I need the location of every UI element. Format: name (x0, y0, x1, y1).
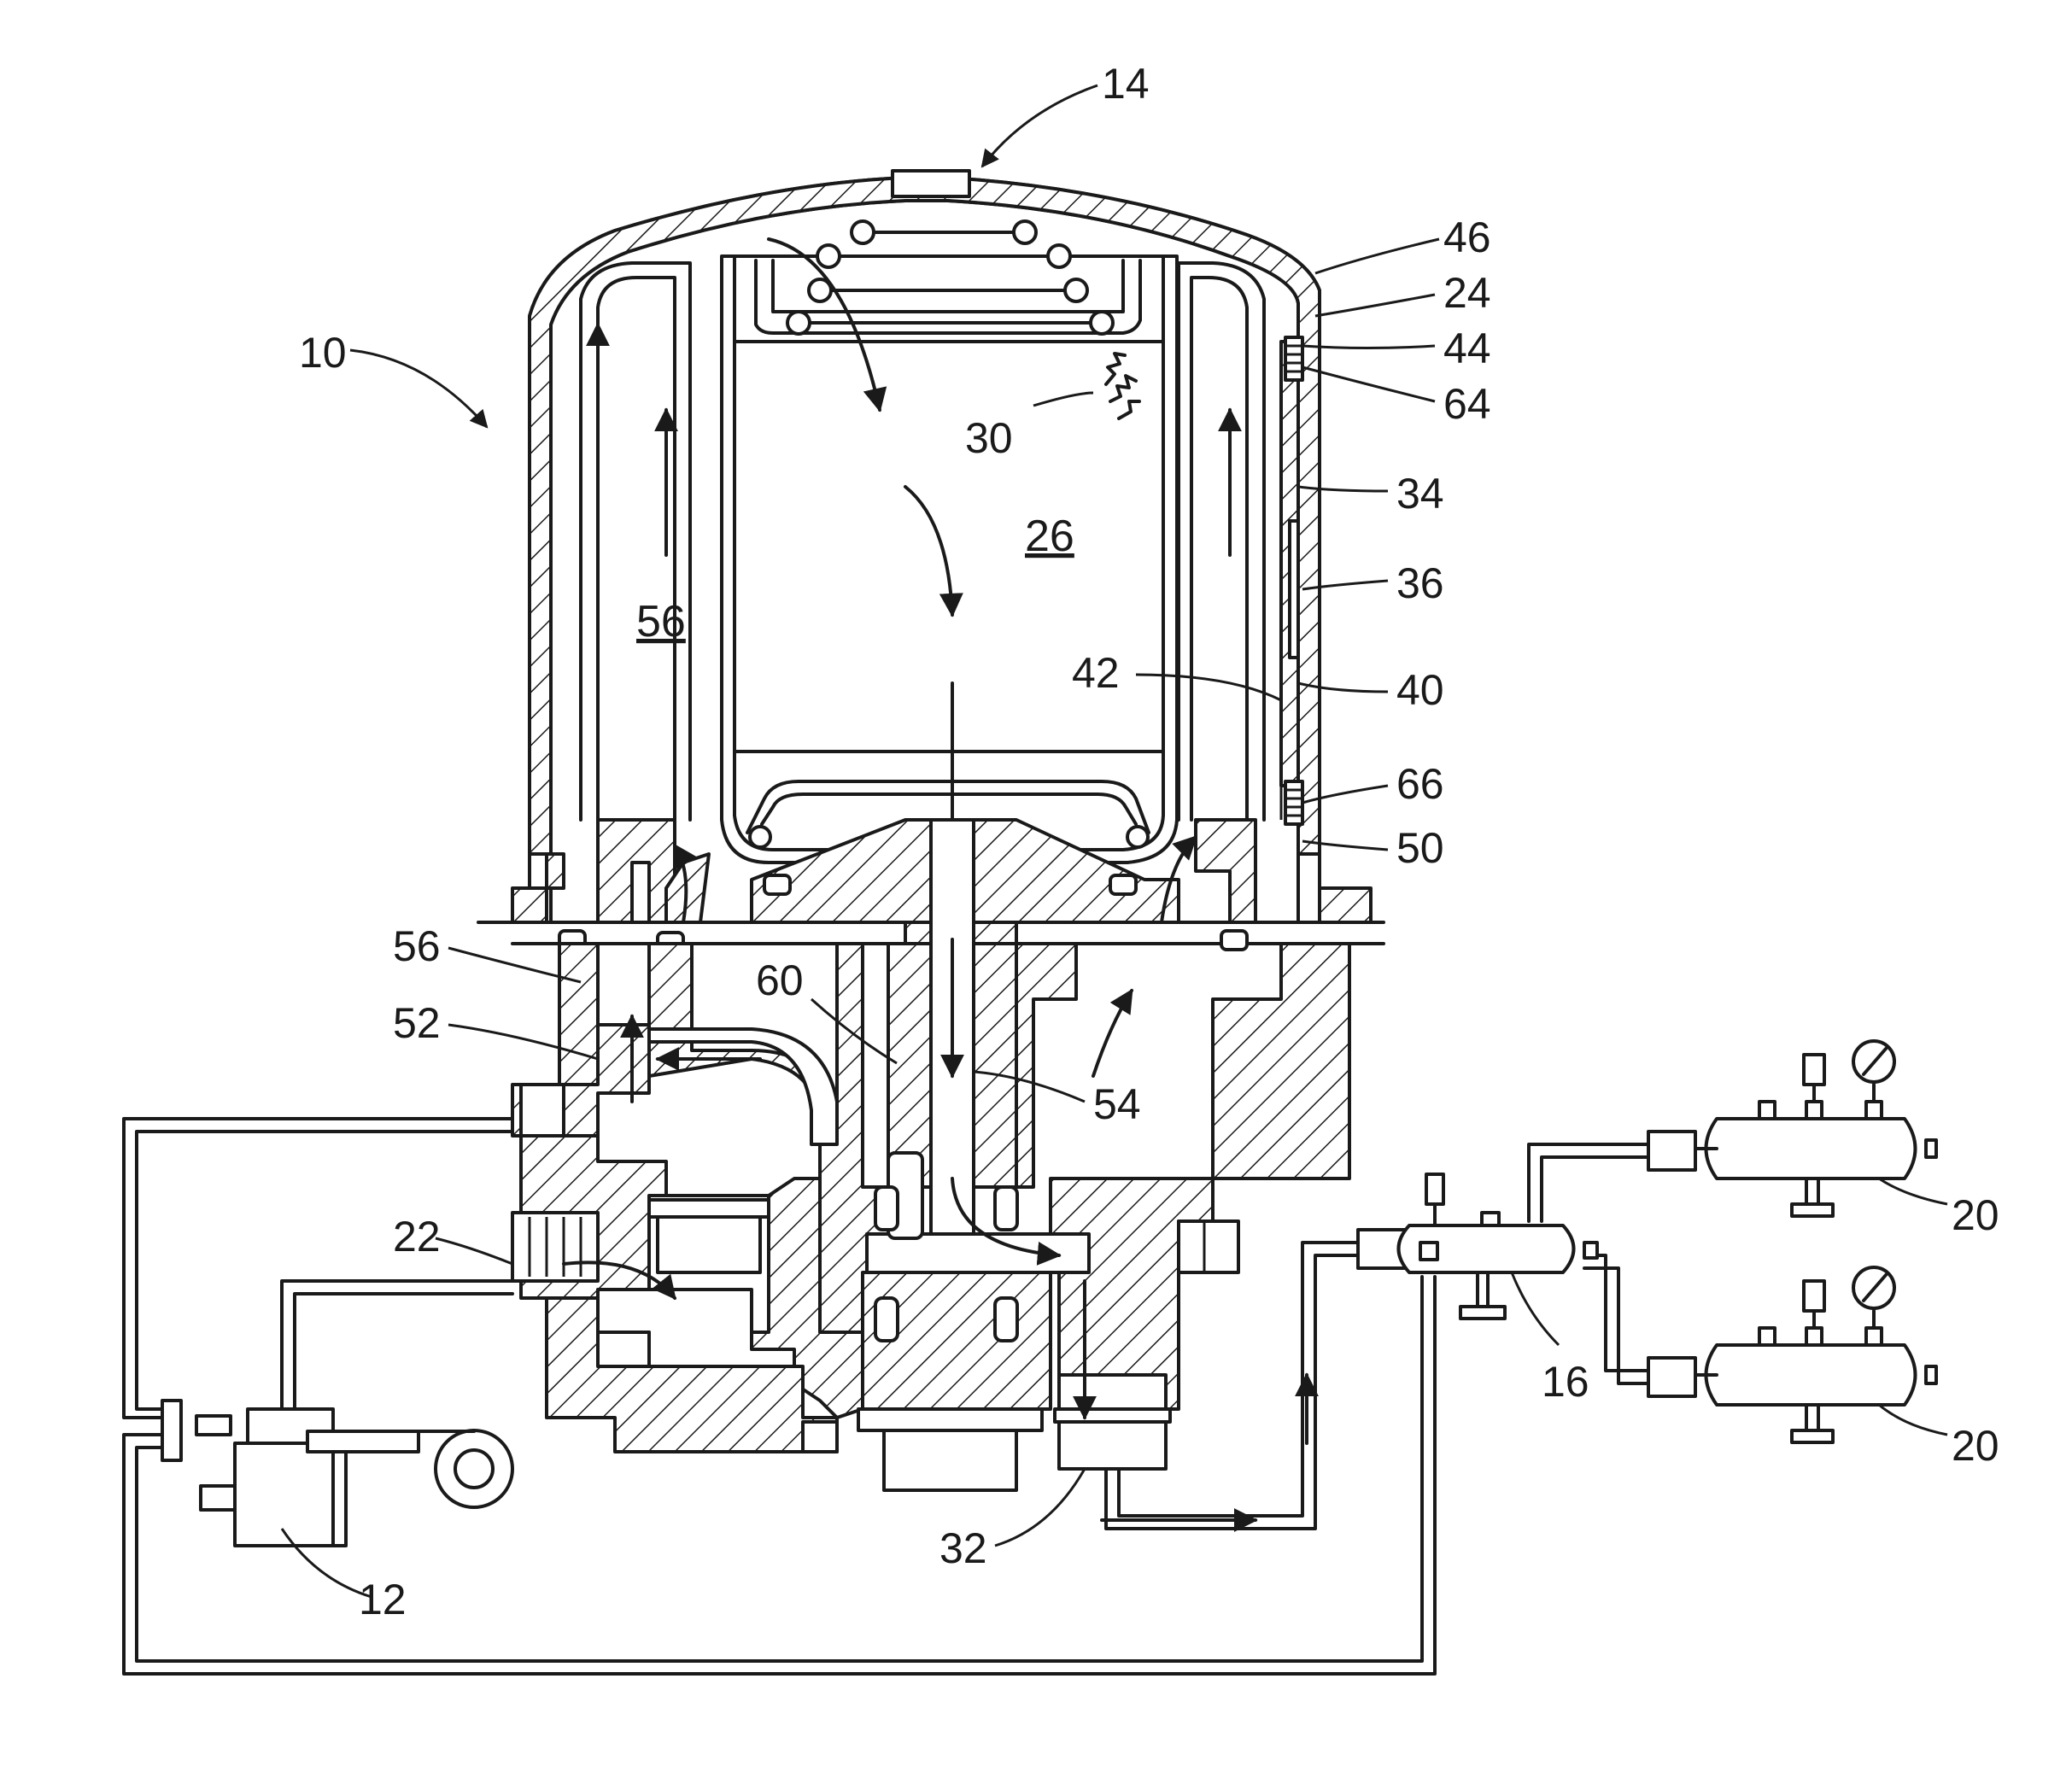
compressor (161, 1399, 514, 1547)
label-52: 52 (393, 999, 441, 1047)
reference-numerals: 14 10 46 24 44 64 30 34 26 36 56 42 40 6… (299, 60, 1999, 1623)
label-32: 32 (939, 1524, 987, 1572)
reservoir-20-upper (1647, 1039, 1938, 1218)
wall-layers (1279, 336, 1304, 826)
label-10: 10 (299, 329, 347, 377)
leader-lines (280, 84, 1948, 1599)
label-56-lower: 56 (393, 922, 441, 970)
label-24: 24 (1443, 269, 1491, 317)
piping (122, 1117, 1650, 1676)
label-26: 26 (1025, 512, 1074, 561)
label-20-upper: 20 (1952, 1191, 1999, 1239)
label-12: 12 (359, 1576, 407, 1623)
label-46: 46 (1443, 213, 1491, 261)
housing-cover (528, 169, 1321, 924)
lower-body (511, 818, 1351, 1492)
label-50: 50 (1396, 824, 1444, 872)
label-20-lower: 20 (1952, 1422, 1999, 1470)
label-44: 44 (1443, 325, 1491, 372)
label-22: 22 (393, 1213, 441, 1260)
supply-tank-16 (1356, 1173, 1599, 1320)
label-56-upper: 56 (636, 597, 686, 646)
label-64: 64 (1443, 380, 1491, 428)
label-36: 36 (1396, 559, 1444, 607)
reservoir-20-lower (1647, 1266, 1938, 1444)
label-30: 30 (965, 414, 1013, 462)
label-40: 40 (1396, 666, 1444, 714)
label-60: 60 (756, 956, 804, 1004)
label-16: 16 (1542, 1358, 1589, 1406)
label-42: 42 (1072, 649, 1120, 697)
desiccant-cartridge (579, 219, 1266, 864)
label-66: 66 (1396, 760, 1444, 808)
label-34: 34 (1396, 470, 1444, 518)
label-14: 14 (1102, 60, 1150, 108)
flow-arrows-body (562, 835, 1319, 1532)
label-54: 54 (1093, 1080, 1141, 1128)
